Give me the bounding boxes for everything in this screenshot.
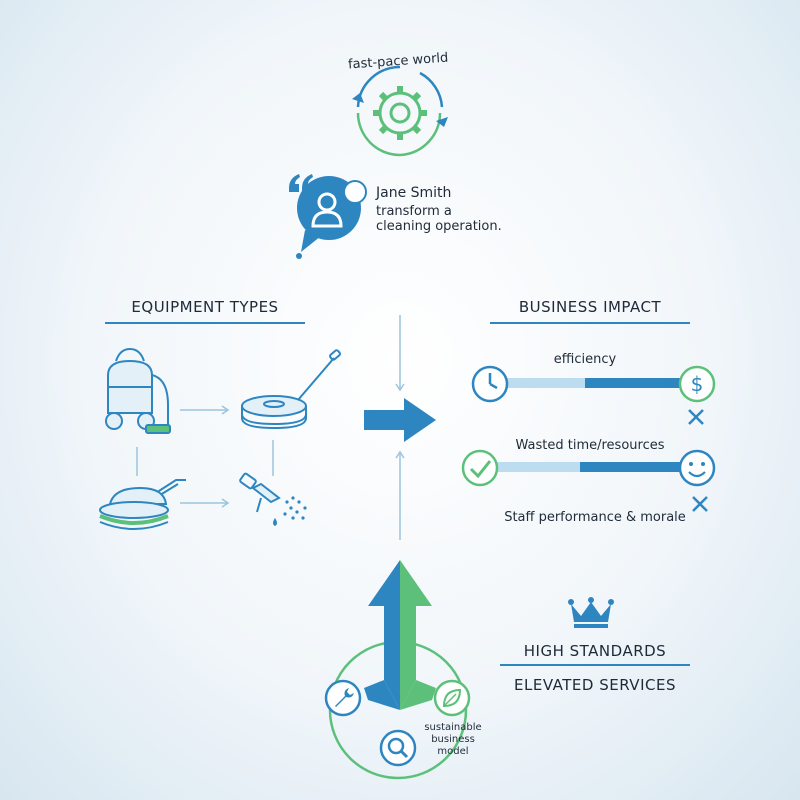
efficiency-bar-track xyxy=(505,378,683,388)
sustainable-model-graphic xyxy=(328,560,468,780)
pressure-washer-icon xyxy=(239,472,307,526)
user-icon xyxy=(311,192,343,228)
gear-icon xyxy=(373,86,427,140)
floor-polisher-icon xyxy=(241,349,341,430)
check-icon xyxy=(461,449,499,487)
magnifier-icon[interactable] xyxy=(378,728,418,768)
equipment-title-rule xyxy=(105,322,305,324)
up-arrow-icon xyxy=(364,560,436,710)
smiley-icon xyxy=(678,449,716,487)
gear-cycle-graphic xyxy=(352,65,448,157)
svg-text:$: $ xyxy=(691,372,704,396)
floor-scrubber-icon xyxy=(99,479,186,530)
model-label-line-2: business xyxy=(431,734,475,745)
x-icon xyxy=(692,496,708,512)
leaf-icon[interactable] xyxy=(432,678,472,718)
wasted-bar-track xyxy=(495,462,683,472)
wrench-icon[interactable] xyxy=(323,678,363,718)
quote-graphic xyxy=(289,174,367,259)
refresh-arrow-icon xyxy=(352,65,448,157)
standards-line-1: HIGH STANDARDS xyxy=(523,642,667,660)
wasted-label: Wasted time/resources xyxy=(515,438,665,453)
model-label-line-1: sustainable xyxy=(424,722,482,733)
right-arrow-icon xyxy=(364,398,436,442)
dollar-icon: $ xyxy=(678,365,716,403)
vacuum-icon xyxy=(105,347,171,434)
equipment-title: EQUIPMENT TYPES xyxy=(131,298,279,316)
model-label-line-3: model xyxy=(437,746,469,757)
staff-label: Staff performance & morale xyxy=(504,510,686,525)
speech-bubble-icon xyxy=(296,176,367,259)
standards-rule xyxy=(500,664,690,666)
quote-line-1: transform a xyxy=(376,204,452,219)
impact-title: BUSINESS IMPACT xyxy=(518,298,662,316)
quote-name: Jane Smith xyxy=(376,185,452,201)
model-label: sustainable business model xyxy=(418,722,488,758)
quote-line-2: cleaning operation. xyxy=(376,219,502,234)
crown-icon xyxy=(568,597,614,628)
efficiency-label: efficiency xyxy=(553,352,617,367)
impact-title-rule xyxy=(490,322,690,324)
clock-icon xyxy=(471,365,509,403)
wasted-bar-fill xyxy=(579,462,683,472)
x-icon xyxy=(688,409,704,425)
quote-text: Jane Smith transform a cleaning operatio… xyxy=(376,185,556,234)
efficiency-bar-fill xyxy=(585,378,683,388)
standards-line-2: ELEVATED SERVICES xyxy=(514,676,676,694)
